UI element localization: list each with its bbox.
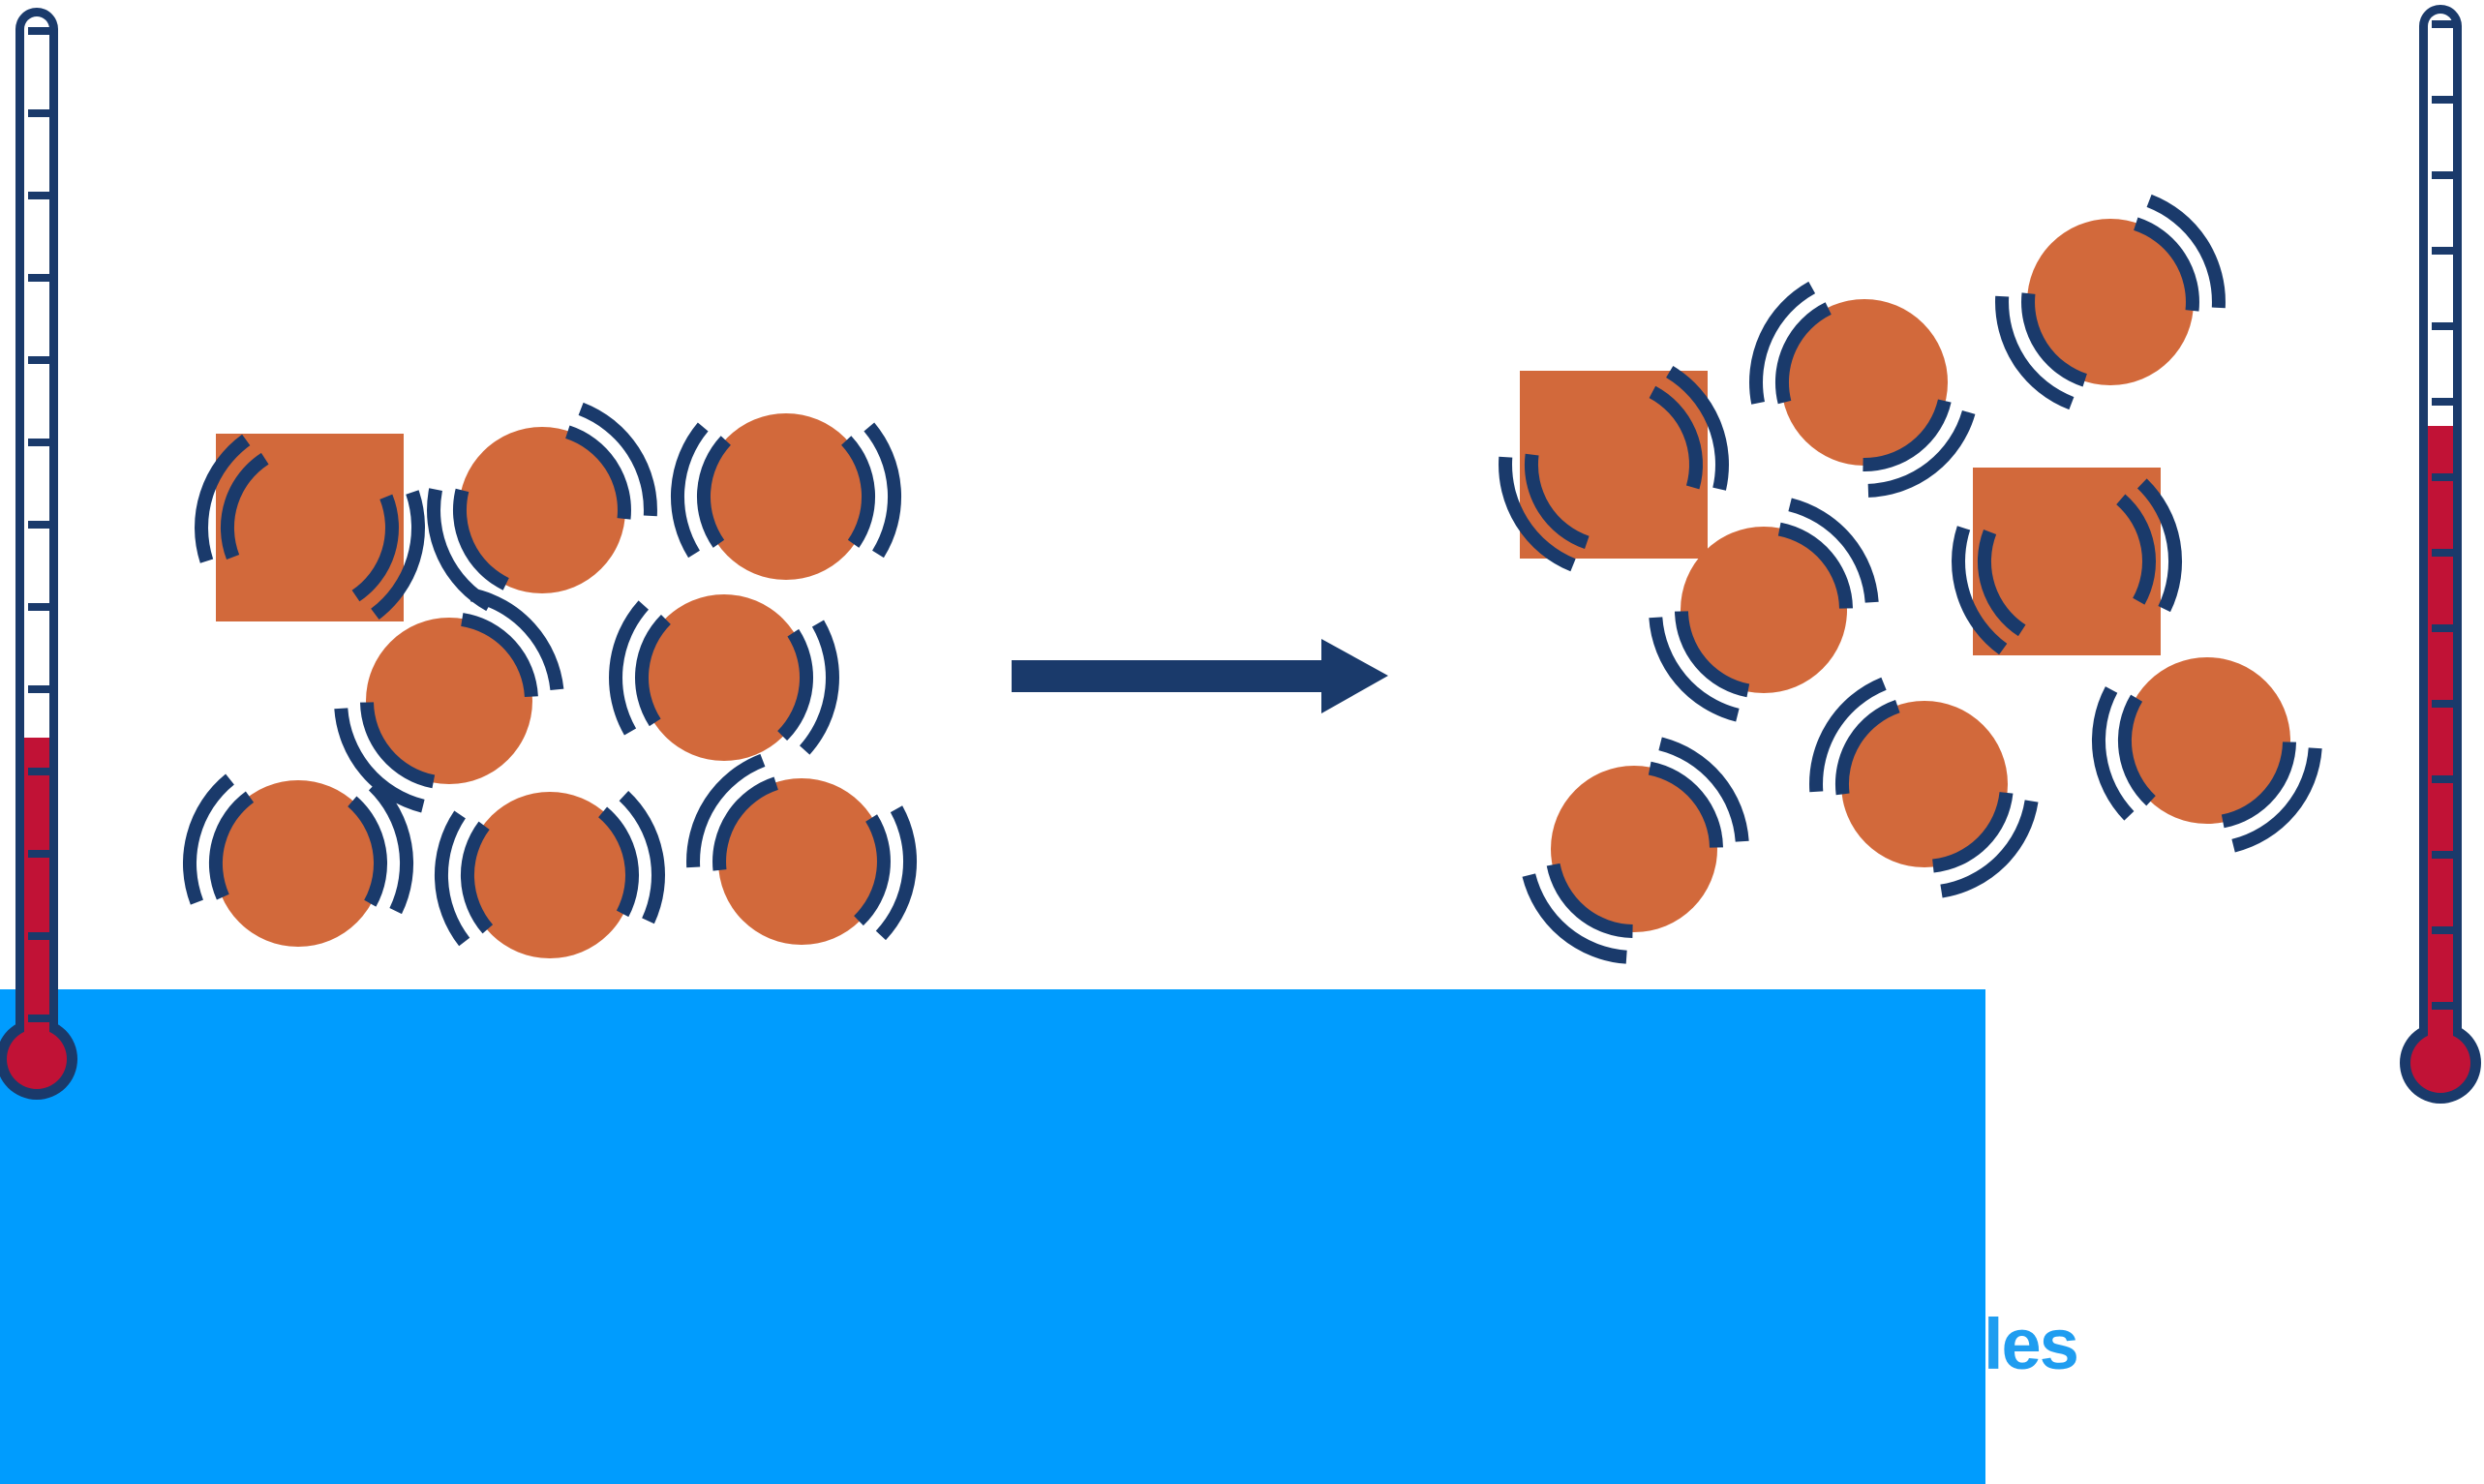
vibration-arc bbox=[1522, 873, 1627, 964]
vibration-arc bbox=[1648, 761, 1723, 848]
vibration-arc bbox=[208, 791, 255, 900]
vibration-arc bbox=[1863, 399, 1952, 472]
vibration-arc bbox=[799, 620, 839, 755]
vibration-arc bbox=[2021, 292, 2088, 387]
thermometer-left bbox=[0, 8, 77, 1100]
vibration-arc bbox=[1931, 791, 2014, 873]
vibration-arc bbox=[1867, 409, 1976, 498]
particle-square bbox=[1520, 371, 1708, 559]
particle-circle bbox=[703, 413, 869, 580]
vibration-arc bbox=[696, 436, 732, 548]
vibration-arc bbox=[712, 776, 779, 871]
vibration-arc bbox=[452, 488, 509, 591]
particles-before bbox=[183, 402, 917, 958]
vibration-arc bbox=[1525, 453, 1590, 550]
vibration-arc bbox=[348, 796, 387, 907]
vibration-arc bbox=[875, 805, 917, 941]
arrow-icon bbox=[1012, 639, 1388, 713]
vibration-arc bbox=[863, 422, 902, 559]
vibration-arc bbox=[1809, 677, 1887, 793]
particle-circle bbox=[467, 792, 633, 958]
particle-square bbox=[216, 434, 404, 621]
vibration-arc bbox=[1977, 529, 2026, 637]
vibration-arc bbox=[1649, 617, 1740, 722]
blue-panel bbox=[0, 989, 1985, 1484]
vibration-arc bbox=[195, 434, 251, 563]
vibration-arc bbox=[351, 494, 399, 602]
vibration-arc bbox=[578, 402, 657, 517]
vibration-arc bbox=[1995, 295, 2075, 410]
vibration-arc bbox=[670, 422, 709, 559]
vibration-arc bbox=[368, 780, 414, 915]
particles-after bbox=[1499, 194, 2322, 964]
particle-circle bbox=[2124, 657, 2290, 824]
particle-square bbox=[1973, 468, 2161, 655]
vibration-arc bbox=[597, 806, 639, 918]
vibration-arc bbox=[2231, 747, 2322, 853]
vibration-arc bbox=[1940, 800, 2039, 898]
vibration-arc bbox=[371, 490, 425, 620]
vibration-arc bbox=[2133, 217, 2199, 312]
vibration-arc bbox=[1777, 522, 1853, 609]
vibration-arc bbox=[461, 613, 538, 698]
vibration-arc bbox=[2221, 742, 2296, 829]
particle-circle bbox=[2027, 219, 2194, 385]
particle-circle bbox=[1551, 766, 1717, 932]
particle-circle bbox=[1681, 527, 1847, 693]
thermometer-right bbox=[2400, 5, 2481, 1104]
vibration-arc bbox=[1665, 366, 1729, 491]
vibration-arc bbox=[1749, 281, 1816, 405]
vibration-arc bbox=[854, 814, 891, 926]
vibration-arc bbox=[609, 600, 650, 736]
vibration-arc bbox=[1499, 456, 1576, 572]
mercury-column bbox=[2428, 426, 2453, 1063]
particle-circle bbox=[459, 427, 625, 593]
vibration-arc bbox=[564, 425, 631, 520]
particle-circle bbox=[1781, 299, 1948, 466]
vibration-arc bbox=[840, 436, 876, 548]
vibration-arc bbox=[1675, 611, 1750, 698]
vibration-arc bbox=[1658, 737, 1749, 842]
vibration-arc bbox=[1835, 699, 1900, 796]
vibration-arc bbox=[777, 628, 813, 742]
vibration-arc bbox=[2136, 478, 2183, 613]
vibration-arc bbox=[635, 614, 671, 727]
particle-circle bbox=[366, 618, 532, 784]
particle-circle bbox=[215, 780, 381, 947]
particle-circle bbox=[1841, 701, 2008, 867]
vibration-arc bbox=[220, 452, 269, 560]
vibration-arc bbox=[1546, 863, 1633, 938]
vibration-arc bbox=[460, 821, 494, 934]
particle-circle bbox=[641, 594, 807, 761]
vibration-arc bbox=[2091, 686, 2135, 821]
vibration-arc bbox=[360, 702, 436, 789]
vibration-arc bbox=[2117, 694, 2156, 806]
vibration-arc bbox=[435, 810, 470, 947]
vibration-arc bbox=[2146, 194, 2226, 309]
particle-circle bbox=[718, 778, 885, 945]
mercury-column bbox=[24, 738, 49, 1059]
vibration-arc bbox=[470, 588, 564, 691]
vibration-arc bbox=[334, 708, 425, 813]
vibration-arc bbox=[1788, 498, 1879, 603]
vibration-arc bbox=[1774, 302, 1832, 405]
vibration-arc bbox=[183, 773, 235, 905]
vibration-arc bbox=[2116, 494, 2156, 605]
vibration-arc bbox=[1952, 526, 2008, 655]
vibration-arc bbox=[619, 790, 665, 924]
caption-text: les bbox=[1984, 1304, 2079, 1384]
vibration-arc bbox=[686, 753, 766, 868]
vibration-arc bbox=[1649, 385, 1703, 490]
